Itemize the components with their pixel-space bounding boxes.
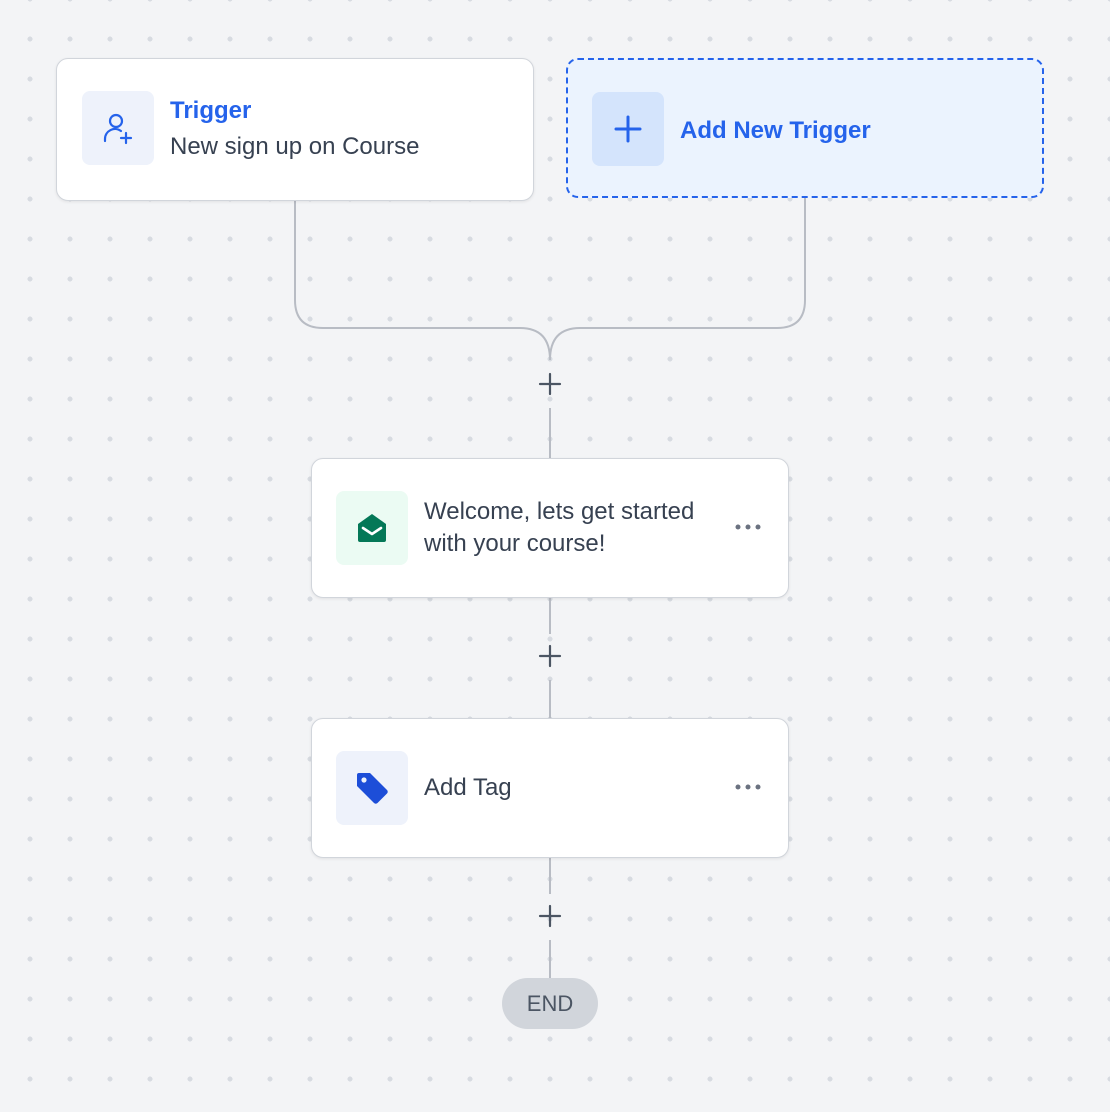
tag-step-label: Add Tag <box>424 774 512 801</box>
tag-icon <box>357 773 388 804</box>
plus-icon <box>538 644 562 668</box>
trigger-subtitle: New sign up on Course <box>170 133 420 160</box>
end-label: END <box>526 990 574 1016</box>
email-icon-box <box>336 491 408 565</box>
tag-icon-box <box>336 751 408 825</box>
add-step-button[interactable] <box>535 369 565 399</box>
more-options-icon <box>735 524 761 530</box>
add-new-trigger-button[interactable]: Add New Trigger <box>566 58 1044 198</box>
more-options-button[interactable] <box>733 777 763 797</box>
tag-step-card[interactable]: Add Tag <box>311 718 789 858</box>
add-new-trigger-label: Add New Trigger <box>680 117 871 144</box>
email-step-label: Welcome, lets get started with your cour… <box>424 498 695 557</box>
trigger-card[interactable]: Trigger New sign up on Course <box>56 58 534 201</box>
add-step-button[interactable] <box>535 901 565 931</box>
open-envelope-icon <box>358 514 386 542</box>
add-trigger-icon-box <box>592 92 664 166</box>
more-options-button[interactable] <box>733 517 763 537</box>
trigger-icon-box <box>82 91 154 165</box>
plus-icon <box>614 115 642 143</box>
add-step-button[interactable] <box>535 641 565 671</box>
end-badge: END <box>502 978 598 1029</box>
user-add-icon <box>103 113 133 145</box>
more-options-icon <box>735 784 761 790</box>
plus-icon <box>538 904 562 928</box>
email-step-card[interactable]: Welcome, lets get started with your cour… <box>311 458 789 598</box>
plus-icon <box>538 372 562 396</box>
trigger-title: Trigger <box>170 97 252 124</box>
